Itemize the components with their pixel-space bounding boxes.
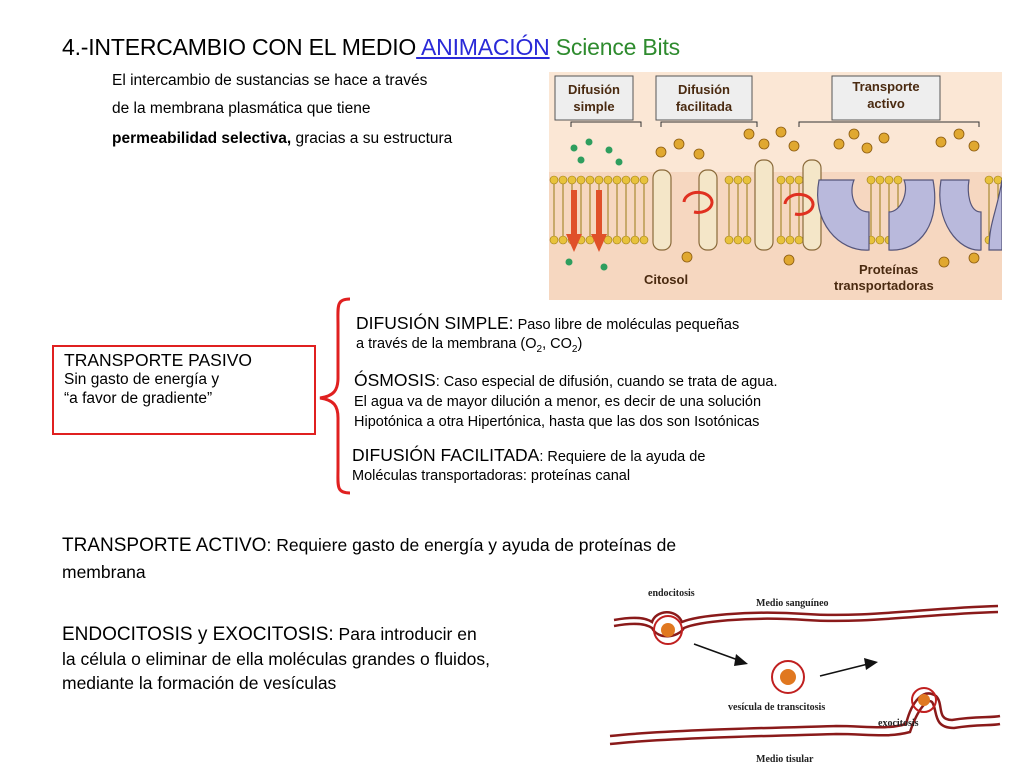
endocitosis-line-3: mediante la formación de vesículas — [62, 673, 337, 693]
osmosis-block: ÓSMOSIS: Caso especial de difusión, cuan… — [354, 370, 777, 432]
label-citosol: Citosol — [644, 272, 688, 287]
intro-line-3: permeabilidad selectiva, gracias a su es… — [112, 130, 452, 148]
endocitosis-text-1: Para introducir en — [333, 624, 477, 644]
label-transporte-activo-1: Transporte — [852, 79, 919, 94]
transporte-pasivo-line-1: Sin gasto de energía y — [64, 371, 220, 388]
endocitosis-label: endocitosis — [648, 588, 695, 599]
permeabilidad-bold: permeabilidad selectiva, — [112, 130, 292, 147]
difusion-simple-end: ) — [577, 336, 583, 352]
transporte-activo-line-2: membrana — [62, 562, 146, 582]
page-title: 4.-INTERCAMBIO CON EL MEDIO ANIMACIÓN Sc… — [62, 34, 680, 61]
difusion-simple-mid: , CO — [542, 336, 572, 352]
co2-subscript: 2 — [571, 343, 578, 355]
curly-bracket — [319, 297, 351, 495]
o2-subscript: 2 — [536, 343, 543, 355]
intro-line-1: El intercambio de sustancias se hace a t… — [112, 72, 428, 89]
medio-tisular-label: Medio tisular — [756, 754, 814, 765]
difusion-simple-term: DIFUSIÓN SIMPLE — [356, 313, 509, 333]
difusion-simple-colon: : — [508, 313, 514, 333]
endocitosis-block: ENDOCITOSIS y EXOCITOSIS: Para introduci… — [62, 622, 490, 695]
intro-line-3-rest: gracias a su estructura — [291, 130, 453, 147]
label-difusion-facilitada-1: Difusión — [678, 82, 730, 97]
difusion-facilitada-line-2: Moléculas transportadoras: proteínas can… — [352, 468, 631, 484]
difusion-simple-text-1: Paso libre de moléculas pequeñas — [513, 317, 740, 333]
label-proteinas-2: transportadoras — [834, 278, 934, 293]
difusion-facilitada-block: DIFUSIÓN FACILITADA: Requiere de la ayud… — [352, 446, 705, 486]
transporte-activo-text-1: : Requiere gasto de energía y ayuda de p… — [266, 535, 677, 555]
endocitosis-term: ENDOCITOSIS y EXOCITOSIS: — [62, 624, 334, 645]
transporte-activo-block: TRANSPORTE ACTIVO: Requiere gasto de ene… — [62, 532, 676, 585]
difusion-facilitada-text-1: : Requiere de la ayuda de — [539, 449, 706, 465]
difusion-simple-block: DIFUSIÓN SIMPLE: Paso libre de moléculas… — [356, 314, 739, 359]
transporte-pasivo-heading: TRANSPORTE PASIVO — [64, 350, 253, 370]
membrane-transport-diagram: Difusión simple Difusión facilitada Tran… — [549, 72, 1002, 300]
title-prefix: 4.-INTERCAMBIO CON EL MEDIO — [62, 34, 417, 60]
osmosis-line-3: Hipotónica a otra Hipertónica, hasta que… — [354, 414, 760, 430]
label-proteinas-1: Proteínas — [859, 262, 918, 277]
endocitosis-line-2: la célula o eliminar de ella moléculas g… — [62, 649, 491, 669]
transporte-pasivo-line-2: “a favor de gradiente” — [64, 390, 213, 407]
medio-sanguineo-label: Medio sanguíneo — [756, 598, 829, 609]
label-difusion-facilitada-2: facilitada — [676, 99, 733, 114]
vesicula-label: vesícula de transcitosis — [728, 702, 825, 713]
label-difusion-simple-1: Difusión — [568, 82, 620, 97]
difusion-simple-text-2: a través de la membrana (O — [356, 336, 537, 352]
label-difusion-simple-2: simple — [573, 99, 614, 114]
osmosis-line-2: El agua va de mayor dilución a menor, es… — [354, 394, 762, 410]
difusion-facilitada-term: DIFUSIÓN FACILITADA — [352, 445, 540, 465]
animacion-link[interactable]: ANIMACIÓN — [416, 34, 550, 60]
science-bits-label: Science Bits — [549, 34, 680, 60]
transporte-activo-term: TRANSPORTE ACTIVO — [62, 535, 267, 556]
transporte-pasivo-box: TRANSPORTE PASIVO Sin gasto de energía y… — [52, 345, 316, 435]
exocitosis-label: exocitosis — [878, 718, 919, 729]
osmosis-term: ÓSMOSIS — [354, 370, 436, 390]
intro-line-2: de la membrana plasmática que tiene — [112, 100, 371, 117]
label-transporte-activo-2: activo — [867, 96, 905, 111]
osmosis-text-1: : Caso especial de difusión, cuando se t… — [435, 374, 778, 390]
endocytosis-diagram: endocitosis Medio sanguíneo vesícula de … — [606, 580, 1002, 766]
